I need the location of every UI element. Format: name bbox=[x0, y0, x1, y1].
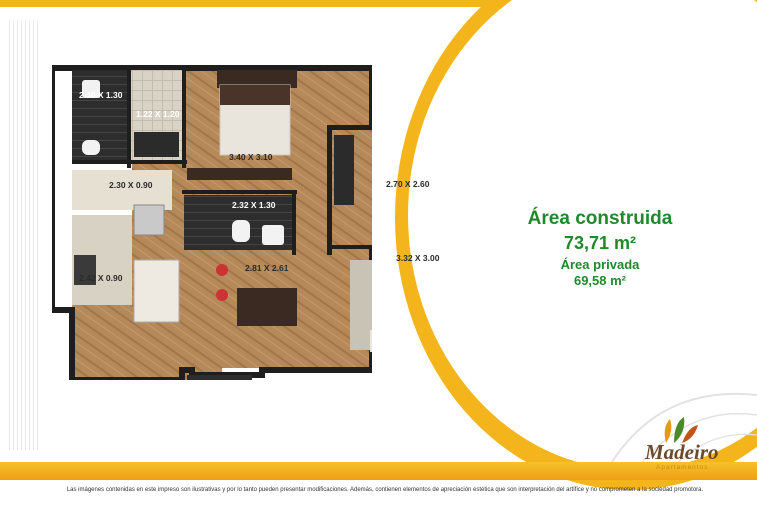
top-accent-bar bbox=[0, 0, 757, 7]
room-label-kitchen: 2.42 X 0.90 bbox=[79, 273, 123, 283]
private-area-value: 69,58 m² bbox=[573, 273, 627, 288]
room-label-closet: 1.22 X 1.20 bbox=[136, 109, 180, 119]
room-label-bedroom-2: 2.70 X 2.60 bbox=[386, 179, 430, 189]
private-area-label: Área privada bbox=[560, 257, 640, 272]
room-label-bath-social: 1.50 X 1.30 bbox=[196, 382, 240, 392]
room-label-master-bedroom: 3.40 X 3.10 bbox=[229, 152, 273, 162]
built-area-label: Área construida bbox=[527, 208, 673, 229]
built-area-value: 73,71 m² bbox=[563, 233, 637, 253]
brand-tagline: Apartamentos bbox=[656, 464, 709, 471]
room-label-dining: 2.81 X 2.61 bbox=[245, 263, 289, 273]
side-legal-text bbox=[6, 20, 40, 450]
brand-name: Madeiro bbox=[645, 440, 719, 464]
leaf-outline-decor bbox=[609, 392, 757, 465]
room-label-bath-main: 2.40 X 1.30 bbox=[79, 90, 123, 100]
bottom-accent-bar bbox=[0, 462, 757, 480]
legal-disclaimer: Las imágenes contenidas en este impreso … bbox=[66, 487, 704, 493]
leaf-logo-icon bbox=[664, 417, 698, 443]
room-label-bath-2: 2.32 X 1.30 bbox=[232, 200, 276, 210]
room-label-laundry: 2.30 X 0.90 bbox=[109, 180, 153, 190]
room-label-living: 3.32 X 3.00 bbox=[396, 253, 440, 263]
floor-plan bbox=[52, 65, 372, 380]
room-label-balcony: 3.25 X 0.85 bbox=[468, 296, 478, 340]
